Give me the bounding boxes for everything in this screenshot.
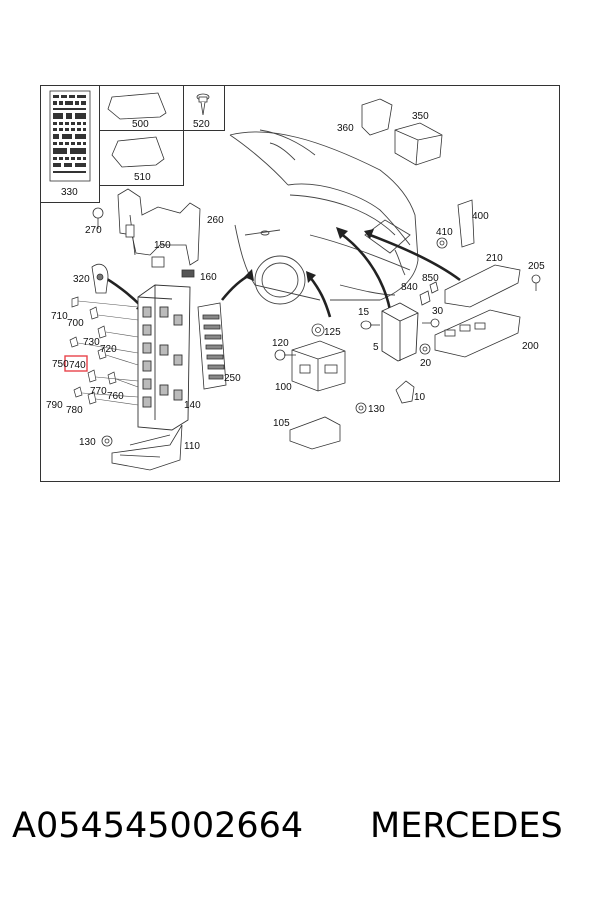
- vehicle-outline: [229, 129, 419, 305]
- nut-20: [419, 343, 431, 355]
- label-320: 320: [73, 274, 90, 285]
- highlight-740: [64, 355, 88, 372]
- label-770: 770: [90, 386, 107, 397]
- label-110: 110: [184, 441, 200, 452]
- label-710: 710: [51, 311, 68, 322]
- label-330: 330: [61, 187, 78, 198]
- label-270: 270: [85, 225, 102, 236]
- module-5: [381, 302, 419, 362]
- nut-410: [436, 237, 448, 249]
- label-740: 740: [69, 360, 86, 371]
- clip-840: [419, 290, 431, 306]
- fuse-160: [181, 269, 195, 278]
- bracket-105: [289, 416, 341, 450]
- clips-700-790: [69, 296, 117, 405]
- label-200: 200: [522, 341, 539, 352]
- relay-150: [151, 256, 165, 268]
- screw-270: [92, 207, 104, 229]
- bracket-260: [117, 188, 201, 266]
- screw-15: [360, 320, 380, 330]
- label-5: 5: [373, 342, 379, 353]
- label-260: 260: [207, 215, 224, 226]
- bolt-120: [274, 349, 296, 361]
- bracket-320: [91, 263, 109, 294]
- label-10: 10: [414, 392, 426, 403]
- label-750: 750: [52, 359, 69, 370]
- sensor-400: [457, 199, 475, 248]
- label-205: 205: [528, 261, 545, 272]
- tray-200: [434, 309, 521, 358]
- label-160: 160: [200, 272, 217, 283]
- label-410: 410: [436, 227, 453, 238]
- parts-diagram: 330 500 520 510 360 350 400 410 210 205 …: [40, 85, 560, 482]
- label-360: 360: [337, 123, 354, 134]
- label-130-center: 130: [368, 404, 385, 415]
- label-130-left: 130: [79, 437, 96, 448]
- brand-name: MERCEDES: [370, 806, 563, 846]
- label-15: 15: [358, 307, 370, 318]
- bracket-10: [395, 380, 415, 404]
- bolt-125: [311, 323, 325, 337]
- connector-250: [197, 302, 227, 390]
- gasket-500: [107, 92, 167, 120]
- label-150: 150: [154, 240, 171, 251]
- label-850: 850: [422, 273, 439, 284]
- label-30: 30: [432, 306, 444, 317]
- label-100: 100: [275, 382, 292, 393]
- leader-lines: [77, 300, 139, 406]
- label-250: 250: [224, 373, 241, 384]
- part-number: A054545002664: [12, 806, 304, 846]
- screw-30: [422, 318, 440, 328]
- label-120: 120: [272, 338, 289, 349]
- label-140: 140: [184, 400, 201, 411]
- clip-850: [429, 281, 439, 294]
- label-125: 125: [324, 327, 341, 338]
- bolt-130-left: [101, 435, 113, 447]
- bolt-130-center: [355, 402, 367, 414]
- holder-110: [111, 424, 183, 471]
- diagram-border: [40, 85, 560, 482]
- label-510: 510: [134, 172, 151, 183]
- label-400: 400: [472, 211, 489, 222]
- label-500: 500: [132, 119, 149, 130]
- fuse-box-140: [137, 284, 191, 431]
- label-350: 350: [412, 111, 429, 122]
- module-100: [291, 340, 346, 392]
- module-350: [394, 122, 443, 166]
- cover-210: [444, 264, 521, 308]
- label-730: 730: [83, 337, 100, 348]
- bracket-360: [361, 98, 393, 136]
- gasket-510: [111, 136, 165, 168]
- part-labels: 330 500 520 510 360 350 400 410 210 205 …: [46, 111, 545, 452]
- exploded-view-diagram: 330 500 520 510 360 350 400 410 210 205 …: [40, 85, 560, 482]
- label-210: 210: [486, 253, 503, 264]
- label-520: 520: [193, 119, 210, 130]
- label-105: 105: [273, 418, 290, 429]
- fuse-chart-330: [49, 90, 91, 182]
- label-780: 780: [66, 405, 83, 416]
- label-760: 760: [107, 391, 124, 402]
- label-720: 720: [100, 344, 117, 355]
- bolt-205: [531, 274, 541, 291]
- label-700: 700: [67, 318, 84, 329]
- label-840: 840: [401, 282, 418, 293]
- label-790: 790: [46, 400, 63, 411]
- label-20: 20: [420, 358, 432, 369]
- screw-520: [196, 93, 210, 116]
- inset-boxes: [40, 85, 225, 203]
